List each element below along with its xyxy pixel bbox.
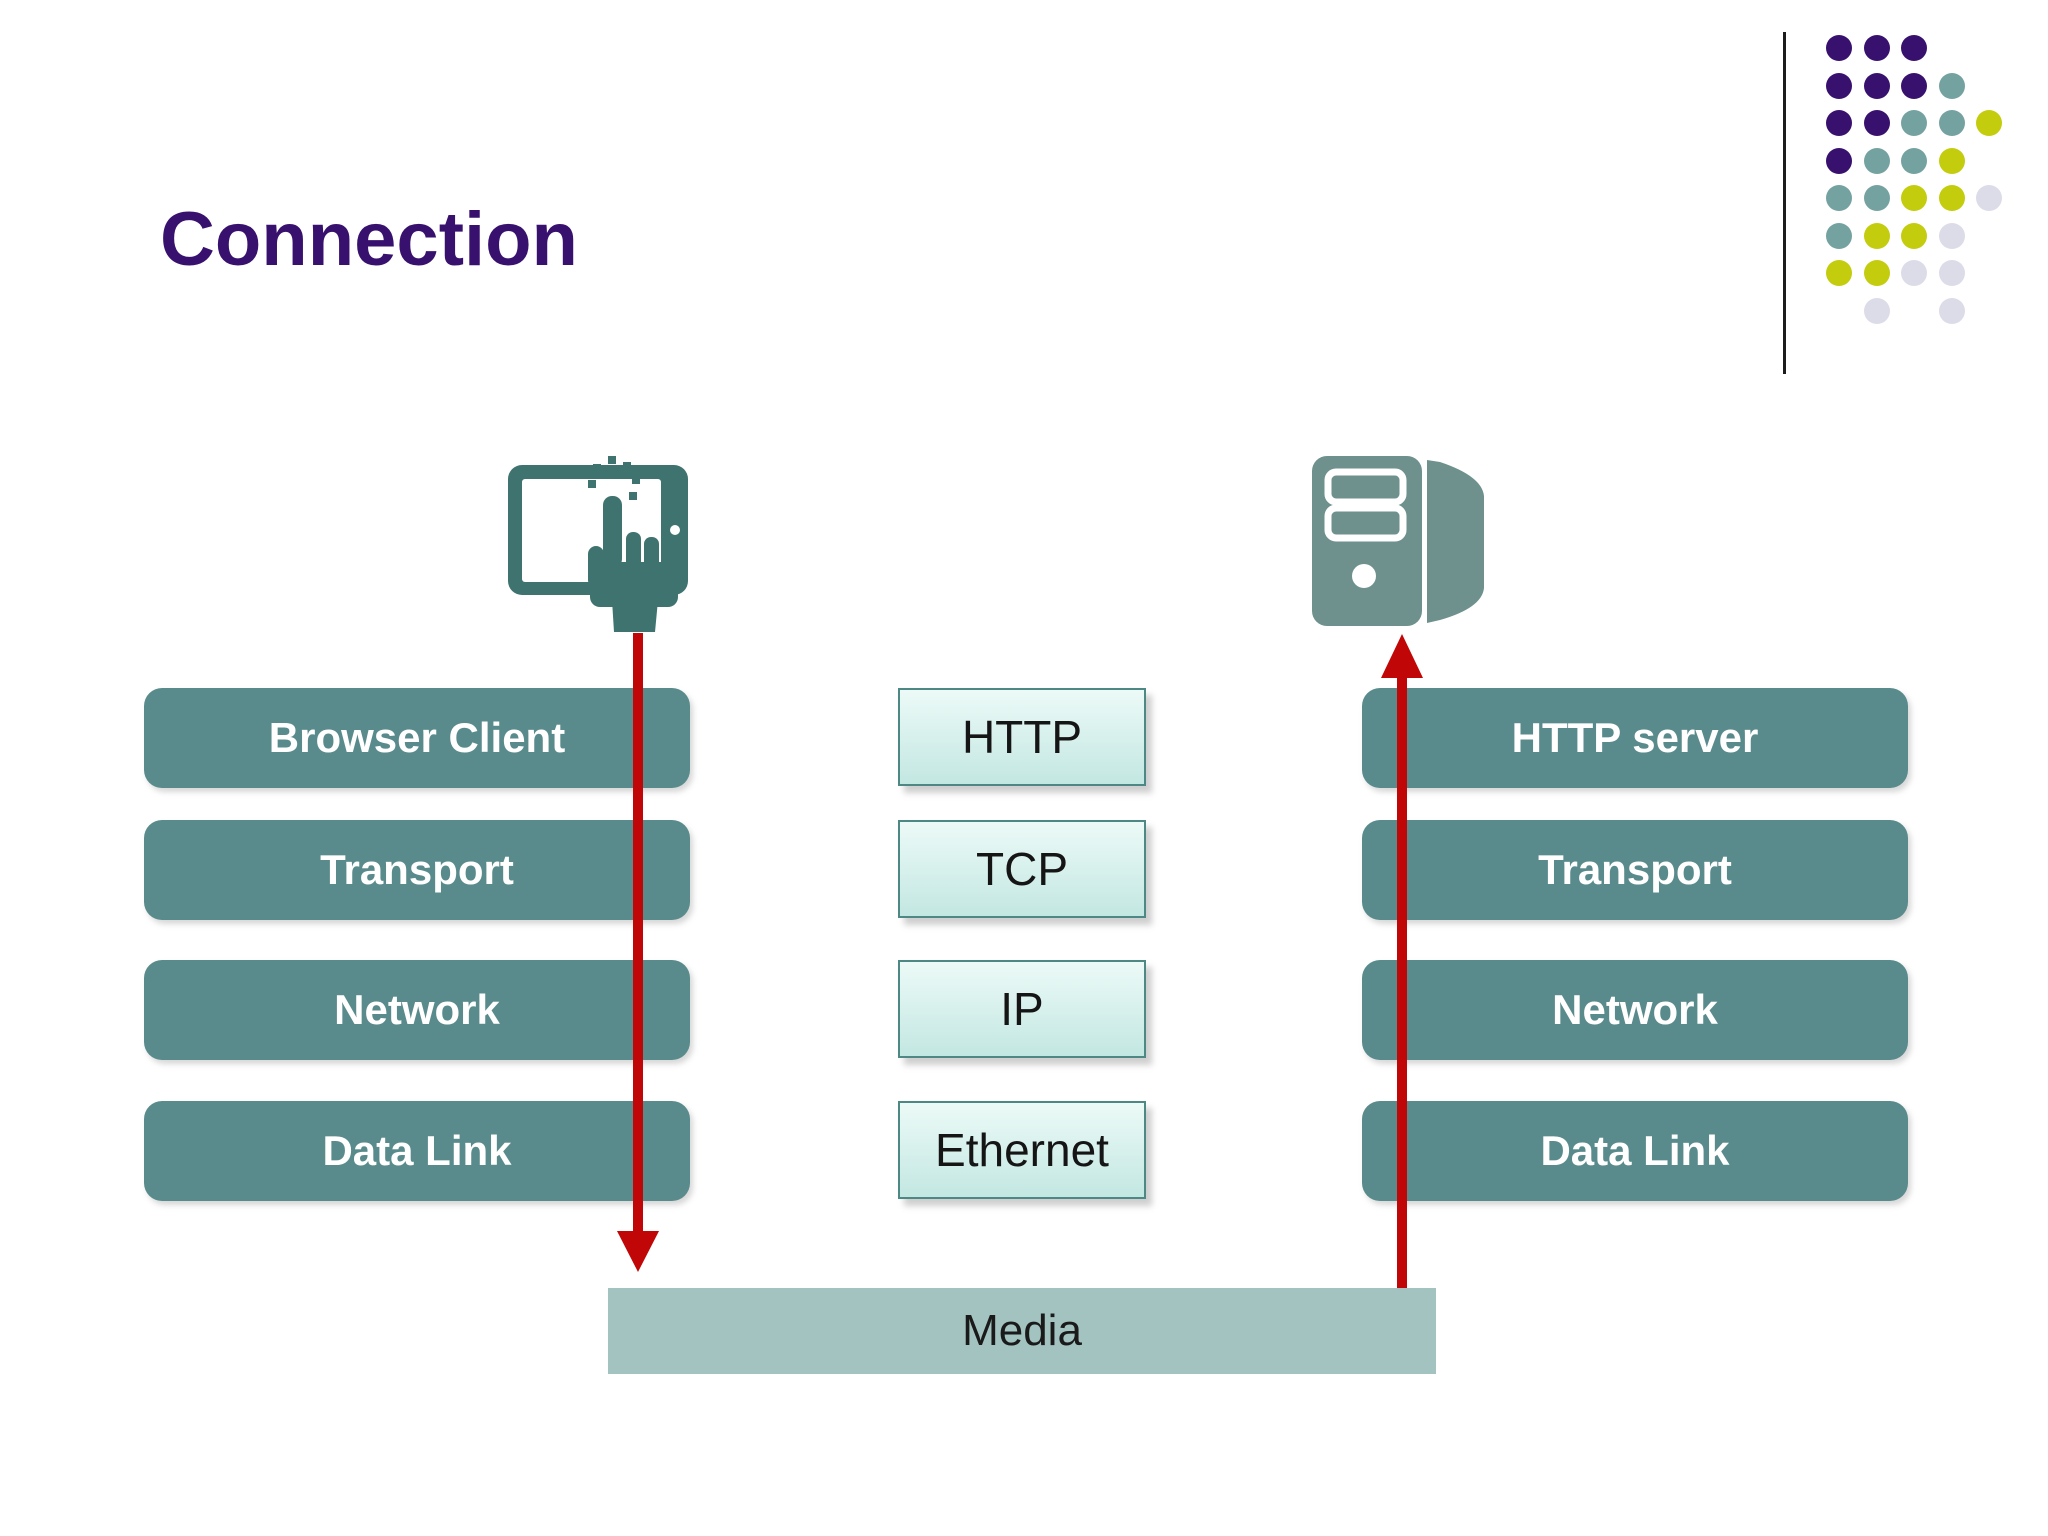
client-layer-network: Network <box>144 960 690 1060</box>
decorative-dot <box>1826 260 1852 286</box>
protocol-box-ethernet: Ethernet <box>898 1101 1146 1199</box>
decorative-dot <box>1901 35 1927 61</box>
decorative-dot <box>1863 110 1890 136</box>
protocol-box-ip: IP <box>898 960 1146 1058</box>
decoration-vertical-line <box>1783 32 1786 374</box>
decorative-dot <box>1938 297 1965 324</box>
client-layer-datalink: Data Link <box>144 1101 690 1201</box>
decorative-dot <box>1938 260 1965 286</box>
decorative-dot <box>1826 72 1852 99</box>
dot-grid-decoration <box>1826 35 2026 325</box>
decorative-dot <box>1826 110 1852 136</box>
decorative-dot <box>1938 222 1965 249</box>
decorative-dot <box>1901 72 1927 99</box>
decorative-dot <box>1938 147 1965 174</box>
decorative-dot <box>1976 110 2002 136</box>
decorative-dot <box>1938 72 1965 99</box>
decorative-dot <box>1901 185 1927 211</box>
server-layer-network: Network <box>1362 960 1908 1060</box>
decorative-dot <box>1826 222 1852 249</box>
protocol-box-tcp: TCP <box>898 820 1146 918</box>
decorative-dot <box>1901 147 1927 174</box>
client-layer-application: Browser Client <box>144 688 690 788</box>
decorative-dot <box>1826 185 1852 211</box>
tablet-touch-icon <box>508 456 688 632</box>
decorative-dot <box>1976 185 2002 211</box>
decorative-dot <box>1863 35 1890 61</box>
slide-title: Connection <box>160 197 578 282</box>
decorative-dot <box>1863 260 1890 286</box>
decorative-dot <box>1938 110 1965 136</box>
touch-hand-shape <box>588 456 678 632</box>
decorative-dot <box>1863 185 1890 211</box>
media-bar: Media <box>608 1288 1436 1374</box>
server-layer-transport: Transport <box>1362 820 1908 920</box>
decorative-dot <box>1863 297 1890 324</box>
decorative-dot <box>1863 72 1890 99</box>
decorative-dot <box>1901 260 1927 286</box>
server-layer-application: HTTP server <box>1362 688 1908 788</box>
decorative-dot <box>1901 110 1927 136</box>
decorative-dot <box>1901 222 1927 249</box>
decorative-dot <box>1826 35 1852 61</box>
server-tower-icon <box>1312 456 1484 626</box>
decorative-dot <box>1863 222 1890 249</box>
server-layer-datalink: Data Link <box>1362 1101 1908 1201</box>
decorative-dot <box>1863 147 1890 174</box>
client-layer-transport: Transport <box>144 820 690 920</box>
protocol-box-http: HTTP <box>898 688 1146 786</box>
decorative-dot <box>1938 185 1965 211</box>
decorative-dot <box>1826 147 1852 174</box>
